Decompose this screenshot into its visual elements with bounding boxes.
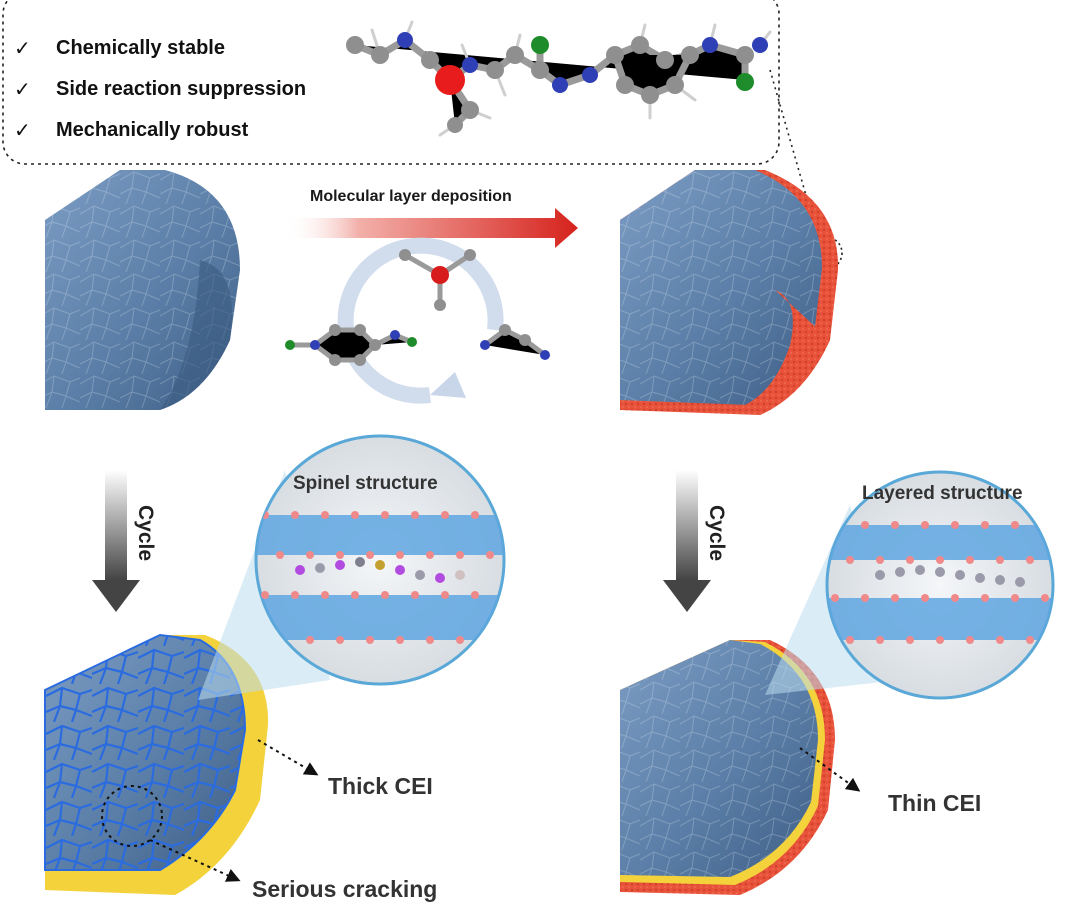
thick-cei-label: Thick CEI [328,773,433,799]
cracking-zoom-circle [101,785,163,847]
layered-zoom [765,470,1055,700]
spinel-zoom [198,434,506,700]
thick-cei-pointer [257,739,319,776]
checkmark-icon: ✓ [14,79,31,101]
thin-cei-particle [620,640,835,895]
cycle-label-right: Cycle [705,505,728,562]
properties-callout-box [2,0,780,165]
callout-zoom-circle [809,236,843,270]
mld-molecule-structure [346,20,772,137]
property-item: ✓ Side reaction suppression [14,69,306,110]
property-item: ✓ Mechanically robust [14,110,306,151]
pristine-particle [45,170,240,410]
property-list: ✓ Chemically stable ✓ Side reaction supp… [14,28,306,151]
serious-cracking-label: Serious cracking [252,876,438,902]
deposition-arrow [285,208,578,248]
cycle-label-left: Cycle [134,505,157,562]
cycle-arrow-left [92,470,140,612]
checkmark-icon: ✓ [14,120,31,142]
spinel-bottom-slab [256,591,504,644]
cracked-particle [44,633,269,895]
spinel-interlayer-ions [295,557,465,583]
layered-structure-label: Layered structure [862,483,1023,504]
property-item: ✓ Chemically stable [14,28,306,69]
spinel-structure-label: Spinel structure [293,473,438,494]
deposition-label: Molecular layer deposition [310,188,512,205]
property-label: Mechanically robust [56,119,249,141]
spinel-top-slab [256,511,504,559]
thin-cei-pointer [799,747,861,792]
property-label: Side reaction suppression [56,78,307,100]
thin-cei-label: Thin CEI [888,790,982,816]
cracking-pointer [149,839,241,882]
checkmark-icon: ✓ [14,38,31,60]
coated-particle [620,170,839,415]
cycle-arrow-right [663,470,711,612]
property-label: Chemically stable [56,37,225,59]
mld-cycle [285,237,550,404]
